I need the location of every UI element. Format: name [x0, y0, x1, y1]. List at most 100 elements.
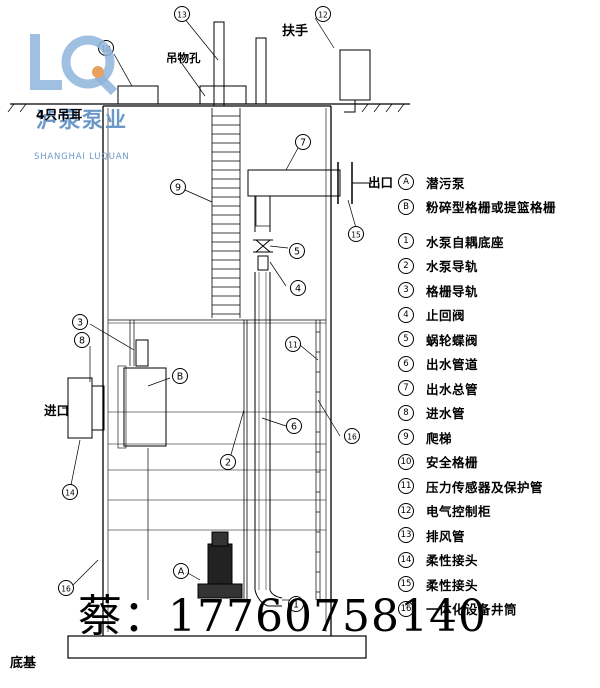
legend-item: 5 蜗轮蝶阀 — [398, 327, 598, 352]
svg-text:A: A — [178, 567, 185, 578]
contact-watermark: 蔡：17760758140 — [78, 591, 487, 642]
legend-item: 13 排风管 — [398, 523, 598, 548]
legend-number: 5 — [398, 331, 414, 348]
tank-body — [102, 105, 332, 636]
legend-label: 出水总管 — [426, 381, 479, 397]
legend-number: 7 — [398, 380, 414, 397]
legend-item: 11 压力传感器及保护管 — [398, 474, 598, 499]
callout-B: B — [172, 368, 188, 384]
legend-item: 2 水泵导轨 — [398, 254, 598, 279]
svg-text:5: 5 — [294, 247, 300, 258]
label-hook: 吊物孔 — [166, 51, 201, 65]
pump-guide-rail — [243, 320, 248, 600]
legend-number: 8 — [398, 404, 414, 421]
legend-label: 柔性接头 — [426, 577, 479, 593]
label-handrail: 扶手 — [282, 24, 309, 39]
outlet-main-pipe — [247, 162, 372, 271]
callout-16: 16 — [58, 580, 74, 596]
legend-number: 2 — [398, 257, 414, 274]
legend-number: 6 — [398, 355, 414, 372]
legend-number: 12 — [398, 502, 414, 519]
legend-number: 3 — [398, 282, 414, 299]
discharge-pipe — [254, 272, 283, 607]
legend-number: 13 — [398, 527, 414, 544]
grille-chamber — [108, 319, 326, 600]
callout-9: 9 — [170, 179, 186, 195]
svg-text:15: 15 — [351, 231, 361, 240]
label-inlet: 进口 — [44, 403, 70, 418]
legend-label: 水泵导轨 — [426, 259, 479, 275]
water-levels — [108, 411, 326, 531]
svg-text:16: 16 — [61, 585, 71, 594]
legend-number: 9 — [398, 429, 414, 446]
svg-text:11: 11 — [288, 341, 298, 350]
callout-15: 15 — [348, 226, 364, 242]
legend-label: 柔性接头 — [426, 553, 479, 569]
logo-brand-en-text: SHANGHAI LUQUAN — [34, 152, 130, 162]
legend-item: A 潜污泵 — [398, 170, 598, 195]
legend-number: 10 — [398, 453, 414, 470]
svg-text:14: 14 — [65, 489, 75, 498]
callout-11: 11 — [285, 336, 301, 352]
luquan-logo: 泸泉泵业 SHANGHAI LUQUAN — [22, 28, 152, 168]
svg-text:7: 7 — [300, 138, 306, 149]
legend-label: 排风管 — [426, 528, 466, 544]
svg-text:6: 6 — [291, 422, 297, 433]
callout-3: 3 — [72, 314, 88, 330]
legend-number: 4 — [398, 306, 414, 323]
callout-12: 12 — [315, 6, 331, 22]
logo-mark-icon — [30, 34, 118, 96]
legend-item: 8 进水管 — [398, 401, 598, 426]
callout-4: 4 — [290, 280, 306, 296]
callout-A: A — [173, 563, 189, 579]
svg-text:4: 4 — [295, 284, 301, 295]
legend-item: 10 安全格栅 — [398, 450, 598, 475]
svg-text:3: 3 — [77, 318, 83, 329]
safety-grille — [315, 320, 321, 600]
legend-label: 压力传感器及保护管 — [426, 479, 544, 495]
legend-label: 蜗轮蝶阀 — [426, 332, 479, 348]
label-lifting-ear: 4只吊耳 — [36, 107, 83, 122]
legend-label: 潜污泵 — [426, 175, 466, 191]
svg-text:2: 2 — [225, 458, 231, 469]
svg-text:9: 9 — [175, 183, 181, 194]
label-outlet: 出口 — [368, 175, 394, 190]
callout-14: 14 — [62, 484, 78, 500]
legend-number: B — [398, 198, 414, 215]
logo-brand-text: 泸泉泵业 — [36, 108, 128, 132]
legend-label: 进水管 — [426, 406, 466, 422]
svg-text:8: 8 — [79, 336, 85, 347]
legend-item: B 粉碎型格栅或提篮格栅 — [398, 195, 598, 220]
callout-8: 8 — [74, 332, 90, 348]
callout-1: 1 — [288, 596, 304, 612]
svg-text:1: 1 — [293, 600, 299, 611]
legend-item: 6 出水管道 — [398, 352, 598, 377]
callout-6: 6 — [286, 418, 302, 434]
legend-label: 一体化设备井筒 — [426, 602, 518, 618]
legend-label: 止回阀 — [426, 308, 466, 324]
legend-number: 1 — [398, 233, 414, 250]
callout-5: 5 — [289, 243, 305, 259]
callout-7: 7 — [295, 134, 311, 150]
legend-number: A — [398, 174, 414, 191]
legend-label: 安全格栅 — [426, 455, 479, 471]
legend-label: 爬梯 — [426, 430, 453, 446]
legend-item: 14 柔性接头 — [398, 548, 598, 573]
svg-text:B: B — [177, 372, 184, 383]
legend-number: 14 — [398, 551, 414, 568]
ladder — [211, 108, 241, 318]
legend-label: 出水管道 — [426, 357, 479, 373]
legend-item: 7 出水总管 — [398, 376, 598, 401]
callout-13: 13 — [174, 6, 190, 22]
legend-number: 11 — [398, 478, 414, 495]
label-base: 底基 — [10, 656, 37, 671]
leader-lines — [69, 17, 357, 601]
